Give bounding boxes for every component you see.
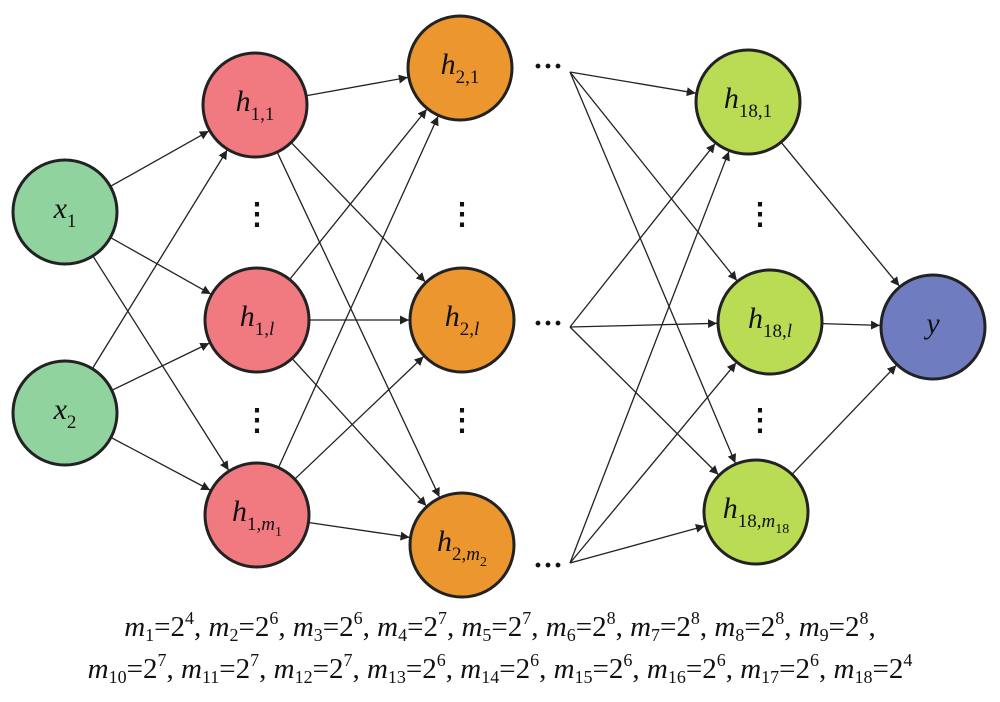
node-label: y <box>923 307 940 340</box>
caption-line-1: m1=24, m2=26, m3=26, m4=27, m5=27, m6=28… <box>124 608 876 645</box>
nodes: x1 x2 h1,1 h1,l h1,m1 h2,1 h2,l h2,m2 h18,1 h18,l… <box>11 14 987 599</box>
edge-x1-to-h1-m <box>92 255 230 471</box>
edge-x2-to-h1-1 <box>91 149 228 370</box>
node-label: h18,1 <box>724 82 772 122</box>
layer-width-term: m14=26 <box>460 650 540 687</box>
edge-h1-1-to-h2-1 <box>306 74 408 97</box>
ellipsis-vertical-l1-upper: ⋮ <box>242 198 272 231</box>
layer-width-term: m8=28 <box>714 608 785 645</box>
edge-h1-1-to-h2-m <box>276 151 441 498</box>
edge-x2-to-h1-m <box>110 436 211 491</box>
edge-h1-m-to-h2-m <box>308 521 410 541</box>
node-label: x2 <box>53 393 77 433</box>
node-circle <box>11 158 119 266</box>
edge-h1-m-to-h2-l <box>294 356 425 480</box>
edge-fan3-to-h18-1 <box>569 151 730 564</box>
layer-width-term: m15=26 <box>553 650 633 687</box>
node-x1: x1 <box>11 158 119 266</box>
ellipsis-layer2-top: ··· <box>533 50 563 83</box>
node-label: h18,m18 <box>723 492 789 537</box>
edge-fan1-to-h18-1 <box>569 71 696 97</box>
layer-width-term: m5=27 <box>461 608 532 645</box>
ellipsis-layer2-bottom: ··· <box>533 549 563 582</box>
edge-h18-l-to-y <box>821 320 881 330</box>
edge-x1-to-h1-1 <box>109 130 210 188</box>
node-h18-m: h18,m18 <box>702 458 810 566</box>
node-label: x1 <box>53 192 77 232</box>
edge-h18-1-to-y <box>780 141 900 287</box>
layer-width-term: m18=24 <box>833 650 913 687</box>
node-circle <box>203 266 311 374</box>
node-label: h1,l <box>240 300 275 340</box>
node-h1-m: h1,m1 <box>203 461 311 569</box>
ellipsis-vertical-l2-upper: ⋮ <box>447 198 477 231</box>
node-y: y <box>879 273 987 381</box>
node-circle <box>201 51 309 159</box>
layer-width-term: m10=27 <box>87 650 167 687</box>
layer-width-term: m6=28 <box>545 608 616 645</box>
node-circle <box>716 268 824 376</box>
node-circle <box>879 273 987 381</box>
node-label: h1,1 <box>236 85 275 125</box>
ellipses: ··· ··· ··· ⋮ ⋮ ⋮ ⋮ ⋮ ⋮ <box>242 50 775 582</box>
ellipsis-vertical-l1-lower: ⋮ <box>242 404 272 437</box>
connections <box>91 71 900 564</box>
node-circle <box>408 491 516 599</box>
node-h1-1: h1,1 <box>201 51 309 159</box>
node-label: h1,m1 <box>232 495 282 540</box>
ellipsis-layer2-mid: ··· <box>533 307 563 340</box>
layer-width-term: m2=26 <box>208 608 279 645</box>
node-h18-l: h18,l <box>716 268 824 376</box>
node-circle <box>406 14 514 122</box>
layer-width-term: m7=28 <box>630 608 700 645</box>
node-h2-m: h2,m2 <box>408 491 516 599</box>
node-circle <box>11 359 119 467</box>
layer-width-term: m11=27 <box>180 650 260 687</box>
node-label: h18,l <box>748 302 792 342</box>
node-label: h2,l <box>445 300 480 340</box>
layer-width-term: m9=28 <box>798 608 869 645</box>
layer-width-term: m12=27 <box>273 650 353 687</box>
edge-x1-to-h1-l <box>110 236 212 295</box>
layer-width-term: m17=26 <box>740 650 820 687</box>
node-x2: x2 <box>11 359 119 467</box>
edge-fan3-to-h18-m <box>569 524 706 564</box>
edge-h1-l-to-h2-1 <box>289 108 428 280</box>
edge-fan2-to-h18-1 <box>569 143 716 328</box>
layer-width-term: m16=26 <box>646 650 726 687</box>
edge-h1-l-to-h2-m <box>291 358 427 507</box>
node-label: h2,m2 <box>437 525 487 570</box>
node-h2-1: h2,1 <box>406 14 514 122</box>
node-circle <box>694 48 802 156</box>
node-h1-l: h1,l <box>203 266 311 374</box>
ellipsis-vertical-l18-lower: ⋮ <box>745 404 775 437</box>
edge-h1-1-to-h2-l <box>290 142 426 283</box>
edge-x2-to-h1-l <box>111 342 210 391</box>
node-circle <box>203 461 311 569</box>
ellipsis-vertical-l2-lower: ⋮ <box>447 404 477 437</box>
layer-width-term: m4=27 <box>377 608 447 645</box>
layer-width-term: m13=26 <box>366 650 446 687</box>
node-h18-1: h18,1 <box>694 48 802 156</box>
layer-width-term: m3=26 <box>292 608 363 645</box>
edge-h1-m-to-h2-1 <box>277 115 439 468</box>
node-label: h2,1 <box>441 48 480 88</box>
edge-fan2-to-h18-l <box>569 319 718 329</box>
node-circle <box>408 266 516 374</box>
caption-line-2: m10=27, m11=27, m12=27, m13=26, m14=26, … <box>87 650 913 687</box>
layer-widths-caption: m1=24, m2=26, m3=26, m4=27, m5=27, m6=28… <box>0 606 1000 690</box>
layer-width-term: m1=24 <box>124 608 195 645</box>
edge-fan2-to-h18-m <box>569 326 719 476</box>
edge-fan1-to-h18-l <box>569 71 738 282</box>
edge-h18-m-to-y <box>791 364 897 475</box>
edge-fan3-to-h18-l <box>569 362 737 564</box>
edge-fan1-to-h18-m <box>569 71 737 464</box>
node-h2-l: h2,l <box>408 266 516 374</box>
node-circle <box>702 458 810 566</box>
ellipsis-vertical-l18-upper: ⋮ <box>745 198 775 231</box>
